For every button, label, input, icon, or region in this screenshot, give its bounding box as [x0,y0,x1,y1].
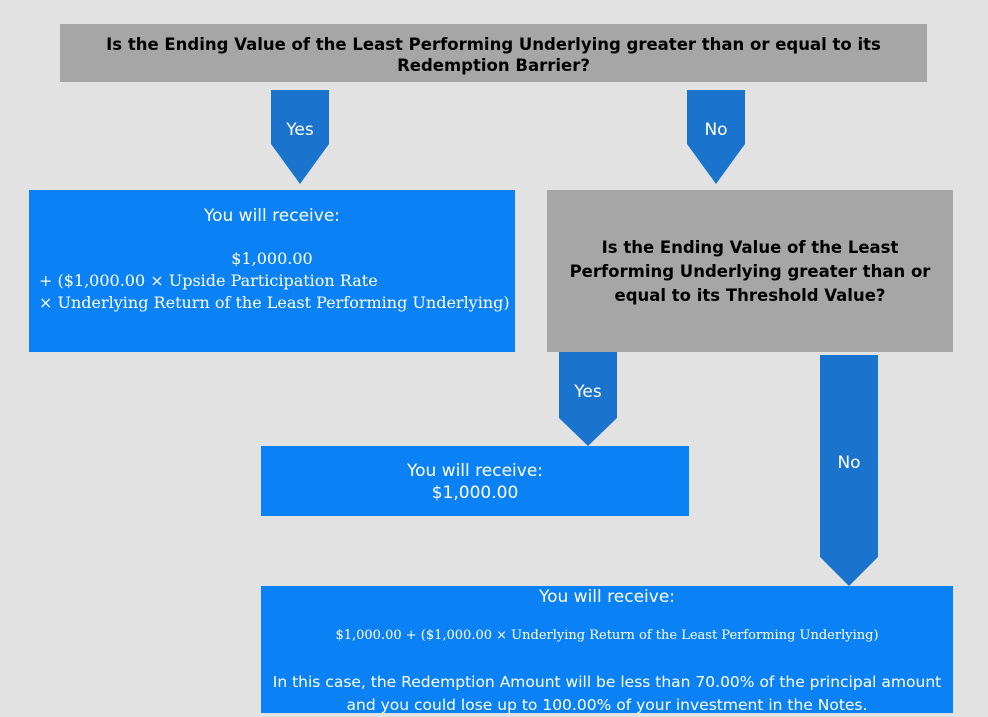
down-arrow-icon [559,352,617,446]
down-arrow-icon [820,355,878,586]
upside-heading: You will receive: [203,206,341,226]
down-arrow-icon [271,90,329,184]
yes-label-2: Yes [574,382,602,402]
second-question-text: Is the Ending Value of the Least Perform… [569,238,931,305]
top-question-box: Is the Ending Value of the Least Perform… [60,24,927,82]
upside-outcome-box: You will receive: $1,000.00 + ($1,000.00… [29,190,515,352]
no-label-1: No [704,120,728,140]
loss-heading: You will receive: [538,587,676,607]
yes-arrow-1: Yes [270,90,330,184]
yes-label-1: Yes [286,120,314,140]
upside-line-3: × Underlying Return of the Least Perform… [39,293,510,312]
no-label-2: No [837,453,861,473]
no-arrow-2: No [819,355,879,586]
upside-line-1: $1,000.00 [231,249,313,268]
loss-formula: $1,000.00 + ($1,000.00 × Underlying Retu… [335,628,879,643]
down-arrow-icon [687,90,745,184]
second-question-box: Is the Ending Value of the Least Perform… [547,190,953,352]
top-question-text: Is the Ending Value of the Least Perform… [106,35,881,75]
par-heading: You will receive: [406,461,544,481]
no-arrow-1: No [686,90,746,184]
par-amount: $1,000.00 [431,483,519,503]
loss-outcome-box: You will receive: $1,000.00 + ($1,000.00… [261,586,953,714]
yes-arrow-2: Yes [558,352,618,446]
loss-note: In this case, the Redemption Amount will… [272,673,942,714]
par-outcome-box: You will receive: $1,000.00 [261,446,689,516]
upside-line-2: + ($1,000.00 × Upside Participation Rate [39,271,378,290]
